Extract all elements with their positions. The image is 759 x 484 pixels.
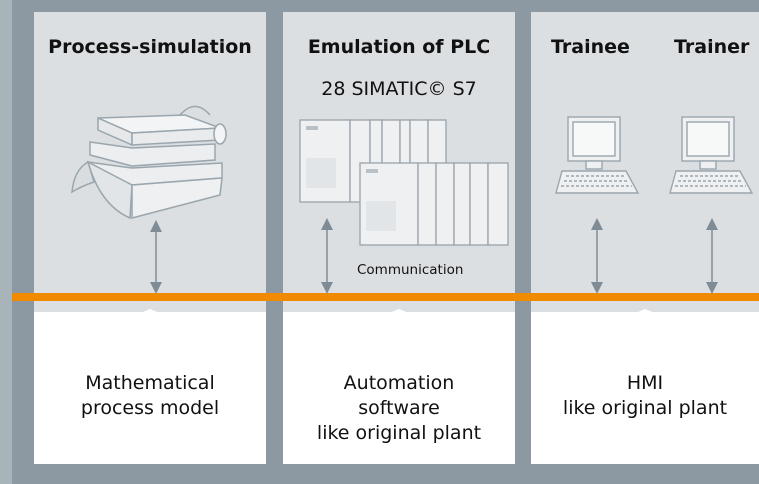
hmi-text: HMI like original plant	[531, 371, 759, 421]
box-line: Mathematical	[85, 372, 215, 394]
trainee-computer-icon	[555, 116, 640, 194]
title-plc-emulation: Emulation of PLC	[307, 36, 491, 58]
box-line: Automation	[343, 372, 455, 394]
box-peak	[531, 309, 759, 357]
box-line: HMI	[626, 372, 664, 394]
box-line: process model	[80, 397, 220, 419]
trainer-computer-icon	[669, 116, 754, 194]
box-line: software	[358, 397, 440, 419]
panel-operator-stations	[531, 12, 759, 464]
double-arrow-icon	[706, 218, 718, 294]
double-arrow-icon	[321, 218, 333, 294]
left-edge-strip	[0, 0, 12, 484]
box-line: like original plant	[316, 422, 482, 444]
title-trainee: Trainee	[551, 36, 630, 58]
automation-software-text: Automation software like original plant	[283, 371, 515, 446]
process-model-text: Mathematical process model	[34, 371, 266, 421]
box-line: like original plant	[562, 397, 728, 419]
box-peak	[283, 309, 515, 357]
title-trainer: Trainer	[674, 36, 750, 58]
communication-bus	[12, 293, 759, 301]
communication-label: Communication	[357, 262, 464, 278]
double-arrow-icon	[591, 218, 603, 294]
subtitle-simatic-count: 28 SIMATIC© S7	[321, 78, 477, 100]
title-process-simulation: Process-simulation	[48, 36, 252, 58]
box-peak	[34, 309, 266, 357]
double-arrow-icon	[150, 220, 162, 294]
panel-process-simulation	[34, 12, 266, 464]
plc-rack-icon	[299, 119, 509, 246]
process-vessel-icon	[71, 105, 227, 220]
